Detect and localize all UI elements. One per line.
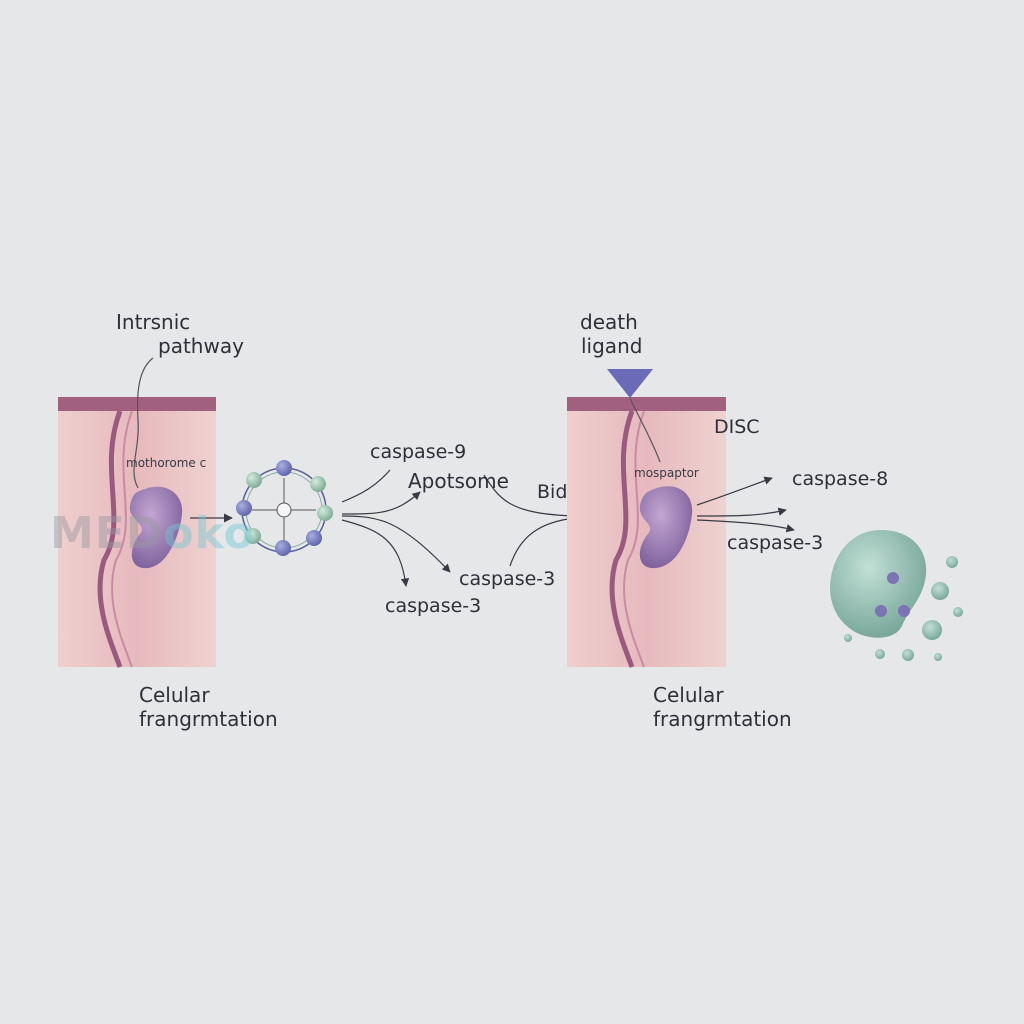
mitochondrion-label: mothorome c (126, 456, 207, 470)
caspase8-label: caspase-8 (792, 468, 889, 490)
death-ligand-triangle (607, 369, 653, 398)
bid-label: Bid (537, 481, 568, 503)
left-fragmentation-label-2: frangrmtation (139, 707, 278, 731)
apoptosome-ring (236, 460, 333, 556)
receptor-label: mospaptor (634, 466, 699, 480)
apoptosome-label: Apotsome (408, 469, 509, 493)
intrinsic-pathway-label-1: Intrsnic (116, 310, 191, 334)
disc-label: DISC (714, 416, 760, 438)
right-fragmentation-label-2: frangrmtation (653, 707, 792, 731)
left-cell (58, 397, 216, 668)
death-ligand-label-2: ligand (581, 334, 643, 358)
receptor-leader (629, 397, 661, 463)
left-fragmentation-label-1: Celular (139, 683, 210, 707)
death-ligand-label-1: death (580, 310, 638, 334)
caspase9-label: caspase-9 (370, 441, 467, 463)
right-cell (567, 397, 726, 668)
intrinsic-pathway-label-2: pathway (158, 334, 244, 358)
right-fragmentation-label-1: Celular (653, 683, 724, 707)
watermark: MEDoko (50, 508, 255, 559)
caspase3-right-label: caspase-3 (727, 532, 824, 554)
right-organelle (639, 486, 693, 569)
right-branches (696, 476, 795, 533)
left-mitochondrion (129, 486, 183, 569)
apoptotic-body (830, 530, 963, 661)
bid-arrow-bottom (509, 517, 576, 567)
bid-arrow-top (483, 474, 576, 517)
apoptosome-branches (341, 469, 451, 587)
caspase3-mid-label: caspase-3 (459, 568, 556, 590)
intrinsic-leader (133, 357, 154, 489)
caspase3-low-label: caspase-3 (385, 595, 482, 617)
